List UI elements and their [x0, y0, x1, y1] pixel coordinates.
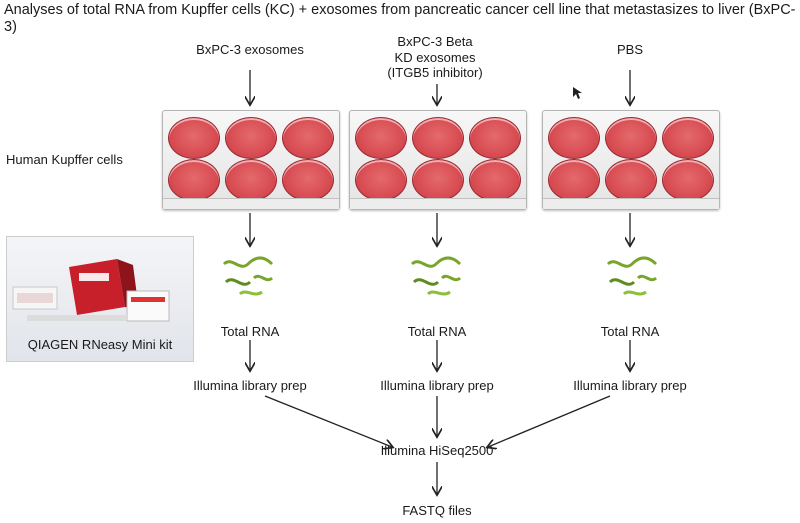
culture-plate-bxpc3 — [162, 110, 340, 210]
well — [548, 159, 600, 201]
well — [662, 159, 714, 201]
well — [605, 159, 657, 201]
mouse-cursor-icon — [573, 87, 582, 99]
rna-helix-icon — [222, 256, 274, 296]
step-total-rna-3: Total RNA — [600, 324, 660, 339]
kit-photo: QIAGEN RNeasy Mini kit — [6, 236, 194, 362]
plate-base — [350, 198, 526, 209]
step-output: FASTQ files — [402, 503, 472, 518]
step-library-prep-3: Illumina library prep — [573, 378, 687, 393]
well — [168, 159, 220, 201]
well — [412, 117, 464, 159]
well — [282, 159, 334, 201]
culture-plate-pbs — [542, 110, 720, 210]
kit-illustration — [12, 259, 170, 322]
well — [282, 117, 334, 159]
well — [168, 117, 220, 159]
rna-helix-icon — [606, 256, 658, 296]
well — [412, 159, 464, 201]
well — [662, 117, 714, 159]
well — [605, 117, 657, 159]
step-total-rna-2: Total RNA — [407, 324, 467, 339]
plate-base — [543, 198, 719, 209]
condition-label-pbs: PBS — [616, 42, 643, 57]
condition-label-beta-kd: BxPC-3 Beta KD exosomes (ITGB5 inhibitor… — [387, 34, 483, 80]
well — [548, 117, 600, 159]
well — [355, 117, 407, 159]
step-sequencer: Illumina HiSeq2500 — [380, 443, 494, 458]
rna-helix-icon — [410, 256, 462, 296]
diagram-title: Analyses of total RNA from Kupffer cells… — [4, 2, 796, 35]
cell-label: Human Kupffer cells — [6, 152, 123, 167]
well — [469, 159, 521, 201]
culture-plate-beta-kd — [349, 110, 527, 210]
condition-label-bxpc3: BxPC-3 exosomes — [196, 42, 304, 57]
kit-label: QIAGEN RNeasy Mini kit — [27, 337, 173, 352]
step-library-prep-2: Illumina library prep — [380, 378, 494, 393]
well — [469, 117, 521, 159]
step-library-prep-1: Illumina library prep — [193, 378, 307, 393]
arrow — [488, 395, 611, 447]
well — [225, 117, 277, 159]
step-total-rna-1: Total RNA — [220, 324, 280, 339]
plate-base — [163, 198, 339, 209]
arrow — [264, 395, 392, 447]
